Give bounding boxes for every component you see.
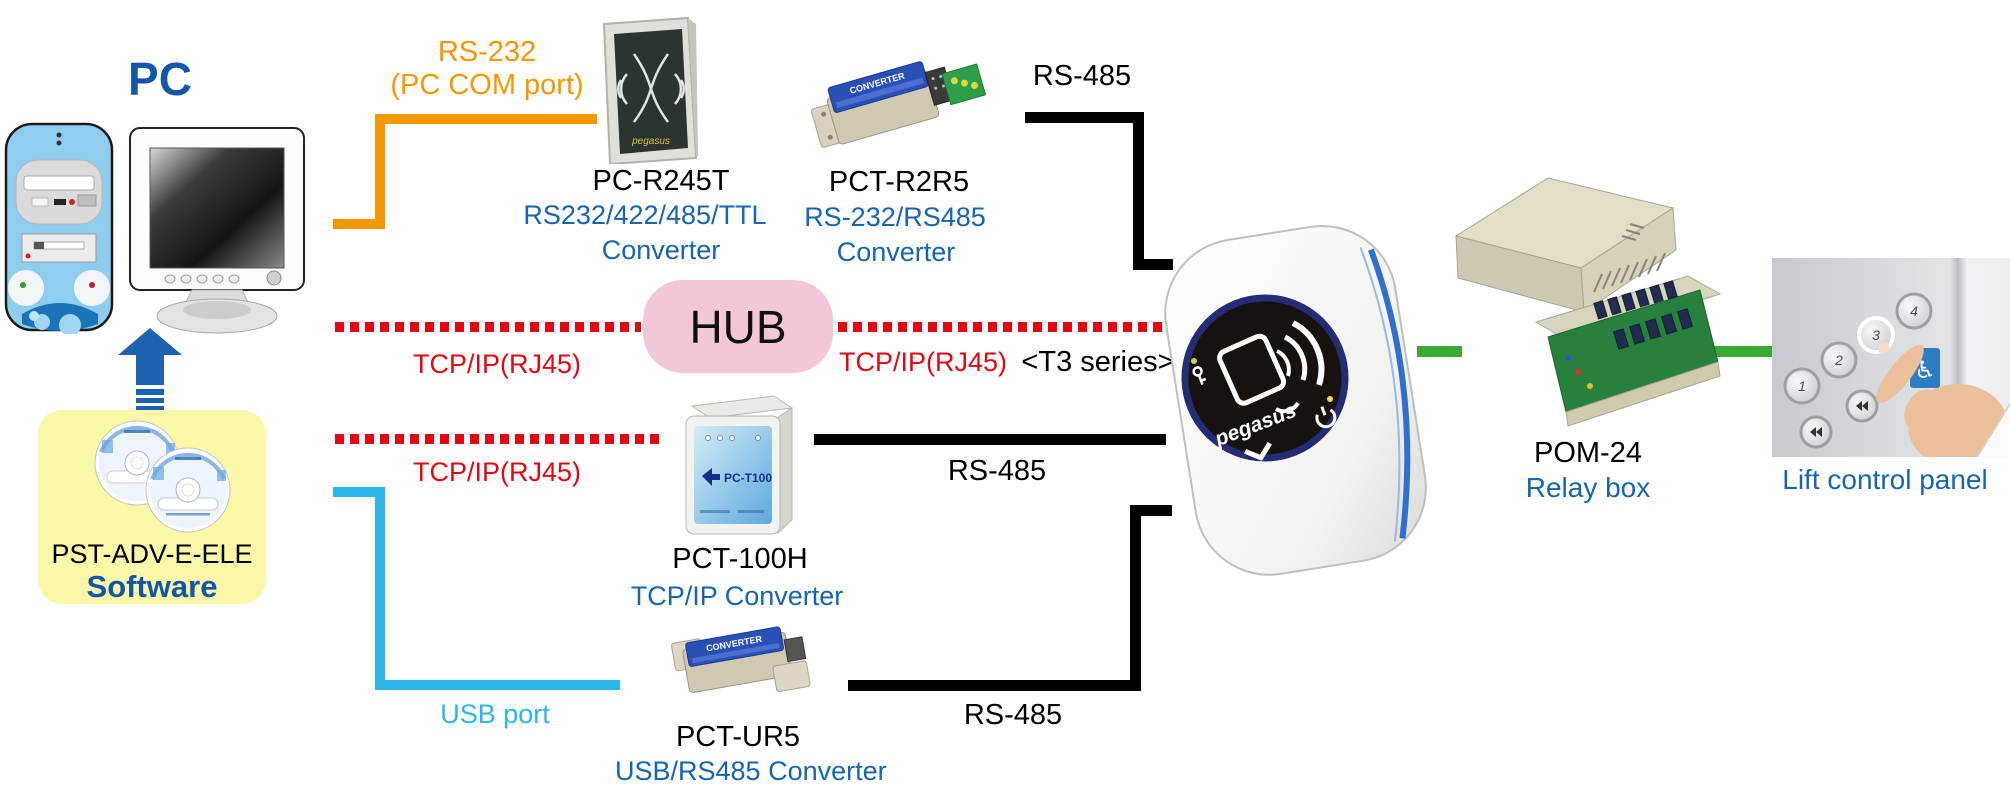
tcpip-hub-left-label: TCP/IP(RJ45) [412, 349, 582, 379]
pom-24-image [1454, 177, 1722, 427]
hand-image [1876, 342, 2010, 457]
tcpip-dotted-line [838, 322, 1162, 332]
usb-line-segment [375, 487, 385, 690]
cd-disc [145, 447, 231, 533]
pc-r245t-desc2: Converter [601, 235, 721, 265]
pct-100h-image: PC-T100 [685, 395, 794, 535]
rs485-mid-line [814, 434, 1166, 445]
pegasus-brand-text: pegasus [631, 136, 670, 147]
tcpip-dotted-line [335, 322, 641, 332]
pc-tower-image [4, 122, 114, 334]
rs485-mid-label: RS-485 [947, 455, 1047, 487]
relay-link-line [1417, 346, 1462, 357]
reader-green-led [1191, 358, 1197, 364]
usb-line-segment [375, 680, 620, 690]
lift-button-2: 2 [1834, 352, 1843, 368]
tcpip-mid-label: TCP/IP(RJ45) [412, 457, 582, 487]
pct-ur5-name: PCT-UR5 [675, 721, 801, 753]
rs485-bottom-label: RS-485 [963, 699, 1063, 731]
lift-buttons: 1 2 3 4 [1783, 292, 1933, 449]
tcpip-dotted-line [335, 434, 665, 444]
rs485-top-line [1133, 259, 1173, 270]
pct-r2r5-desc2: Converter [836, 237, 956, 267]
rs485-top-label: RS-485 [1032, 60, 1132, 92]
pc-r245t-image: pegasus [602, 16, 698, 164]
lift-link-line [1700, 346, 1773, 357]
hub-node: HUB [643, 280, 833, 373]
pct-ur5-desc: USB/RS485 Converter [615, 756, 887, 786]
vent-slots [1593, 223, 1666, 293]
software-cds-image [94, 420, 231, 533]
pc-title: PC [128, 53, 192, 105]
key-icon [1192, 366, 1207, 386]
wheelchair-icon: ♿ [1914, 357, 1936, 384]
rs485-bottom-line [848, 680, 1141, 691]
reader-face-circle [1181, 294, 1349, 462]
pct-100h-name: PCT-100H [672, 543, 808, 575]
pct-r2r5-image: CONVERTER [811, 61, 987, 148]
arrow-glyph [1856, 401, 1862, 411]
upload-arrow-icon [118, 328, 182, 410]
rfid-wave-glyph [616, 53, 686, 123]
card-icon [1217, 333, 1287, 406]
pct-ur5-image: CONVERTER [671, 626, 811, 693]
wave-icon [1274, 320, 1325, 414]
arrow-glyph [1816, 427, 1822, 437]
pom-24-name: POM-24 [1534, 437, 1642, 469]
software-type: Software [86, 569, 218, 604]
chevron-down-icon [1244, 441, 1272, 461]
pct100-face-text: PC-T100 [724, 471, 772, 485]
lift-button-1: 1 [1798, 378, 1806, 394]
rs485-top-line [1133, 112, 1144, 270]
pct-100h-desc: TCP/IP Converter [630, 581, 844, 611]
pc-r245t-name: PC-R245T [592, 165, 730, 197]
reader-blue-stripe [1368, 248, 1411, 539]
pct100-logo-glyph [702, 468, 720, 486]
relay-blocks [1593, 280, 1694, 350]
reader-yellow-led [1327, 396, 1333, 402]
rs485-top-line [1025, 112, 1144, 123]
rs232-line-segment [375, 114, 385, 229]
monitor-image [129, 127, 305, 334]
usb-port-label: USB port [440, 699, 550, 729]
rs485-bottom-line [1130, 505, 1141, 691]
software-box: PST-ADV-E-ELE Software [38, 410, 266, 604]
rs232-line-segment [375, 114, 597, 124]
power-icon [1315, 406, 1337, 429]
usb-line-segment [333, 487, 385, 497]
t3-series-label: <T3 series> [1021, 346, 1175, 378]
pct-r2r5-desc1: RS-232/RS485 [804, 202, 986, 232]
rs232-label: RS-232 (PC COM port) [390, 36, 584, 102]
pom-24-desc: Relay box [1525, 472, 1651, 503]
pc-r245t-desc1: RS232/422/485/TTL [523, 200, 767, 230]
lift-button-3: 3 [1872, 327, 1880, 343]
rs485-bottom-line [1130, 505, 1172, 516]
tcpip-hub-right-label: TCP/IP(RJ45) [838, 347, 1008, 377]
software-name: PST-ADV-E-ELE [51, 539, 253, 569]
lift-panel-label: Lift control panel [1782, 464, 1988, 495]
t3-reader-image: pegasus [1164, 224, 1427, 576]
lift-button-4: 4 [1910, 303, 1918, 319]
pct-r2r5-name: PCT-R2R5 [828, 166, 970, 198]
lift-panel-image: 1 2 3 4 ♿ [1772, 258, 2010, 457]
rs232-line-segment [333, 219, 385, 229]
arrow-glyph [1810, 427, 1816, 437]
arrow-glyph [1862, 401, 1868, 411]
